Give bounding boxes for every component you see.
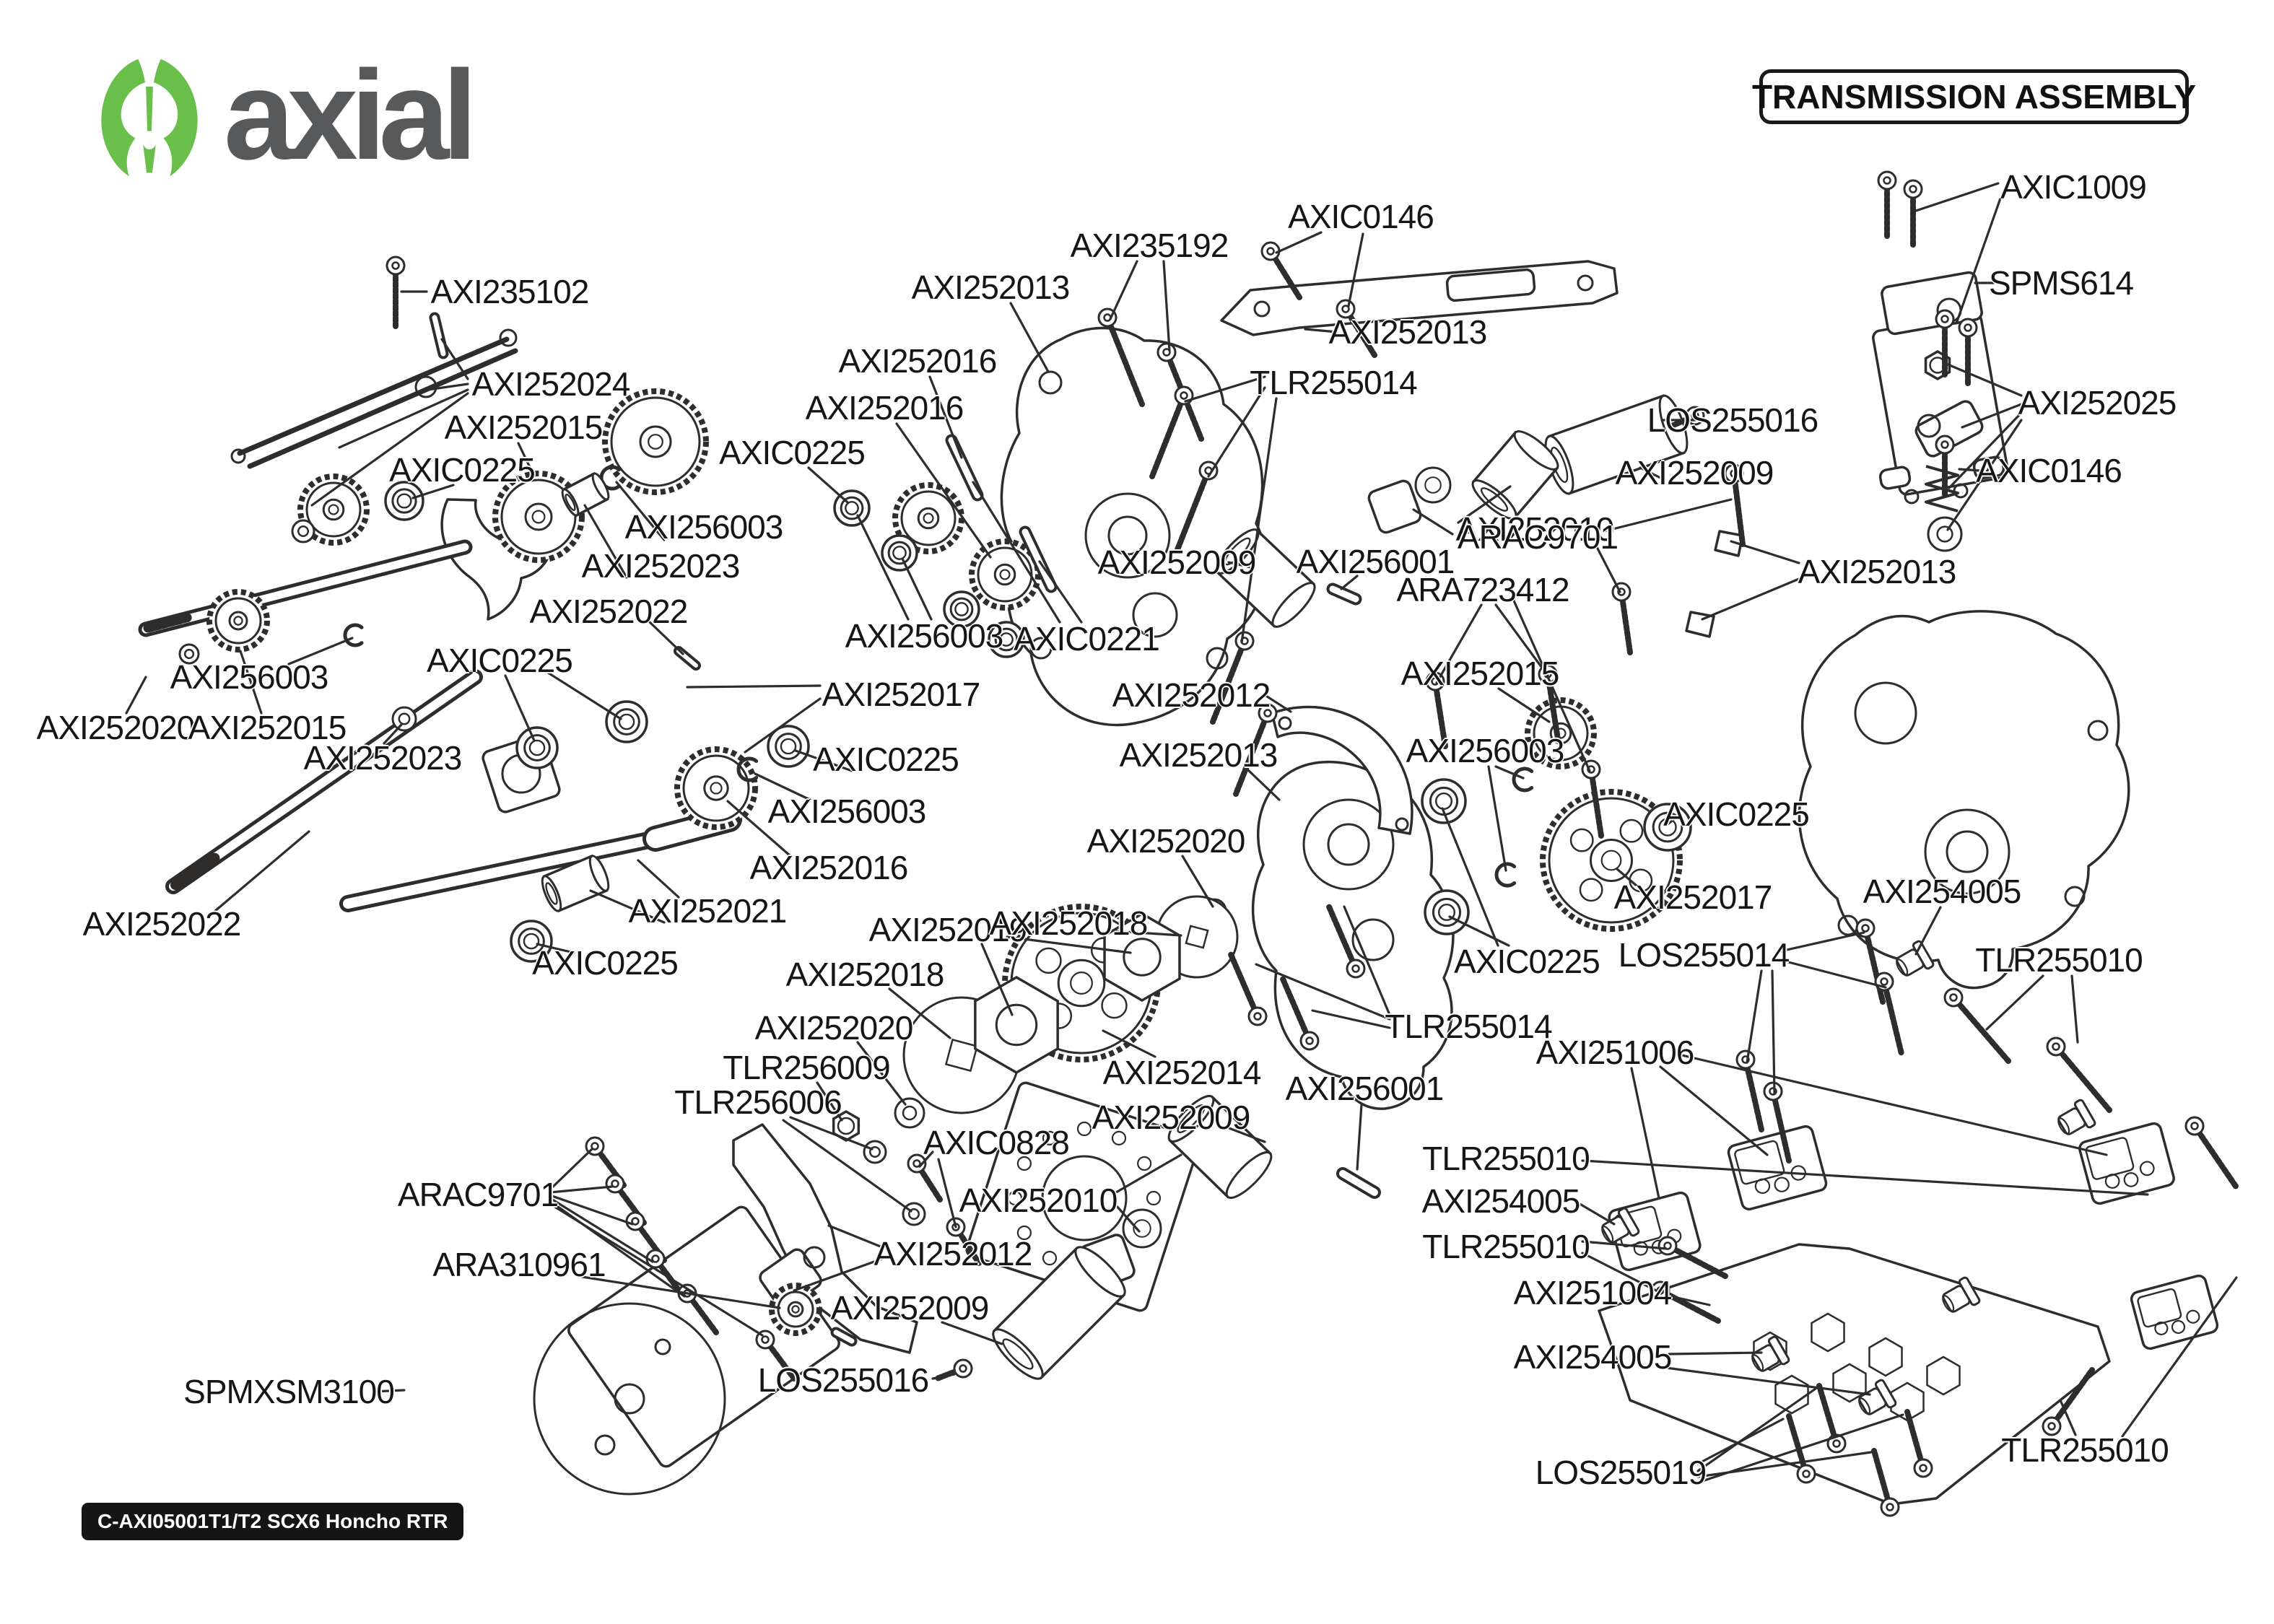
- part-label: AXIC0225: [532, 944, 679, 982]
- part-label: AXIC0828: [923, 1124, 1070, 1161]
- parts-illustration-layer: [138, 170, 2239, 1517]
- part-label: AXI252022: [82, 905, 242, 943]
- part-label: TLR256009: [723, 1049, 890, 1086]
- part-label: AXI252013: [1328, 313, 1488, 351]
- part-label: TLR255010: [1975, 941, 2143, 979]
- part-label: AXI256003: [170, 658, 329, 696]
- part-label: LOS255016: [1647, 401, 1819, 439]
- part-label: AXIC1009: [2000, 168, 2147, 206]
- part-label: AXI252017: [822, 676, 981, 713]
- part-label: AXI256003: [624, 508, 784, 546]
- part-label: AXI235102: [430, 273, 590, 310]
- part-label: ARA723412: [1396, 571, 1569, 608]
- part-label: AXI252018: [989, 904, 1149, 942]
- part-label: AXI254005: [1513, 1338, 1673, 1376]
- part-label: AXI252012: [874, 1235, 1033, 1272]
- part-label: SPMS614: [1988, 264, 2134, 302]
- diagram-title-text: TRANSMISSION ASSEMBLY: [1751, 78, 2197, 115]
- part-label: AXI252022: [529, 593, 689, 630]
- part-label: AXI251006: [1535, 1034, 1695, 1071]
- part-label: AXIC0221: [1014, 620, 1160, 658]
- axial-logo-text: axial: [224, 45, 477, 186]
- part-label: AXIC0225: [427, 642, 573, 679]
- part-label: AXI252013: [1119, 736, 1278, 774]
- part-label: AXI235192: [1070, 227, 1229, 264]
- part-label: TLR255014: [1385, 1008, 1552, 1045]
- part-label: AXIC0225: [389, 451, 536, 489]
- part-label: AXIC0225: [1454, 943, 1600, 980]
- part-label: AXIC0146: [1976, 452, 2122, 489]
- part-label: AXI252024: [471, 365, 631, 403]
- part-label: AXI252012: [1112, 676, 1271, 714]
- part-label: LOS255019: [1535, 1454, 1707, 1491]
- part-label: TLR255014: [1250, 364, 1417, 401]
- part-label: AXI252015: [188, 709, 347, 746]
- part-label: ARAC9701: [397, 1176, 559, 1213]
- part-label: AXIC0146: [1288, 198, 1434, 235]
- part-label: AXI252009: [830, 1289, 990, 1327]
- part-label: AXI252021: [628, 892, 788, 930]
- part-label: AXI252013: [911, 269, 1071, 306]
- part-label: AXI252010: [959, 1182, 1118, 1219]
- part-label: TLR256006: [674, 1083, 842, 1121]
- part-label: AXI252020: [1086, 822, 1246, 860]
- leader-lines-layer: [125, 182, 2238, 1484]
- axial-logo-icon: [101, 58, 198, 177]
- part-label: TLR255010: [1422, 1228, 1590, 1265]
- part-label: AXI252009: [1092, 1099, 1251, 1136]
- footer-part-code: C-AXI05001T1/T2 SCX6 Honcho RTR: [82, 1503, 464, 1540]
- part-label: AXI252015: [1400, 655, 1560, 692]
- part-label: AXI252025: [2018, 384, 2177, 422]
- part-label: AXI256003: [767, 793, 927, 830]
- part-label: AXIC0225: [813, 741, 959, 778]
- part-label: AXI256001: [1296, 543, 1455, 580]
- part-label: ARA310961: [432, 1246, 606, 1283]
- part-label: TLR255010: [2001, 1431, 2169, 1469]
- part-label: AXI252017: [1613, 878, 1773, 916]
- part-label: AXI252023: [581, 547, 741, 585]
- part-label: AXI254005: [1863, 873, 2022, 910]
- part-label: AXI252018: [785, 956, 945, 993]
- part-label: AXIC0225: [1663, 795, 1810, 833]
- part-label: LOS255016: [757, 1361, 930, 1399]
- part-label: AXI256001: [1285, 1070, 1445, 1107]
- axial-logo: axial: [95, 52, 477, 183]
- part-label: LOS255014: [1618, 936, 1790, 974]
- part-label: AXI252013: [1798, 553, 1957, 590]
- part-label: AXI252020: [754, 1009, 914, 1047]
- part-label: AXI252009: [1615, 454, 1774, 492]
- part-label: AXI252010: [1455, 510, 1615, 548]
- part-label: AXI252023: [303, 739, 463, 777]
- part-label: ARAC9701: [1457, 518, 1619, 556]
- part-label: AXI252019: [868, 911, 1028, 948]
- part-label: AXI252009: [1097, 543, 1257, 581]
- part-label: AXI256003: [1406, 732, 1565, 769]
- part-label: TLR255010: [1422, 1140, 1590, 1177]
- part-label: AXI252016: [805, 389, 964, 427]
- part-label: SPMXSM3100: [183, 1373, 395, 1410]
- part-label: AXIC0225: [719, 434, 866, 471]
- part-label: AXI251004: [1513, 1274, 1673, 1311]
- part-label: AXI252015: [444, 409, 604, 446]
- part-label: AXI252014: [1102, 1054, 1262, 1091]
- diagram-title: TRANSMISSION ASSEMBLY: [1752, 69, 2196, 124]
- part-label: AXI252016: [838, 342, 998, 380]
- part-label: AXI252020: [36, 709, 196, 746]
- part-label: AXI254005: [1421, 1182, 1581, 1220]
- part-label: AXI256003: [845, 617, 1004, 655]
- part-label: AXI252016: [749, 849, 909, 886]
